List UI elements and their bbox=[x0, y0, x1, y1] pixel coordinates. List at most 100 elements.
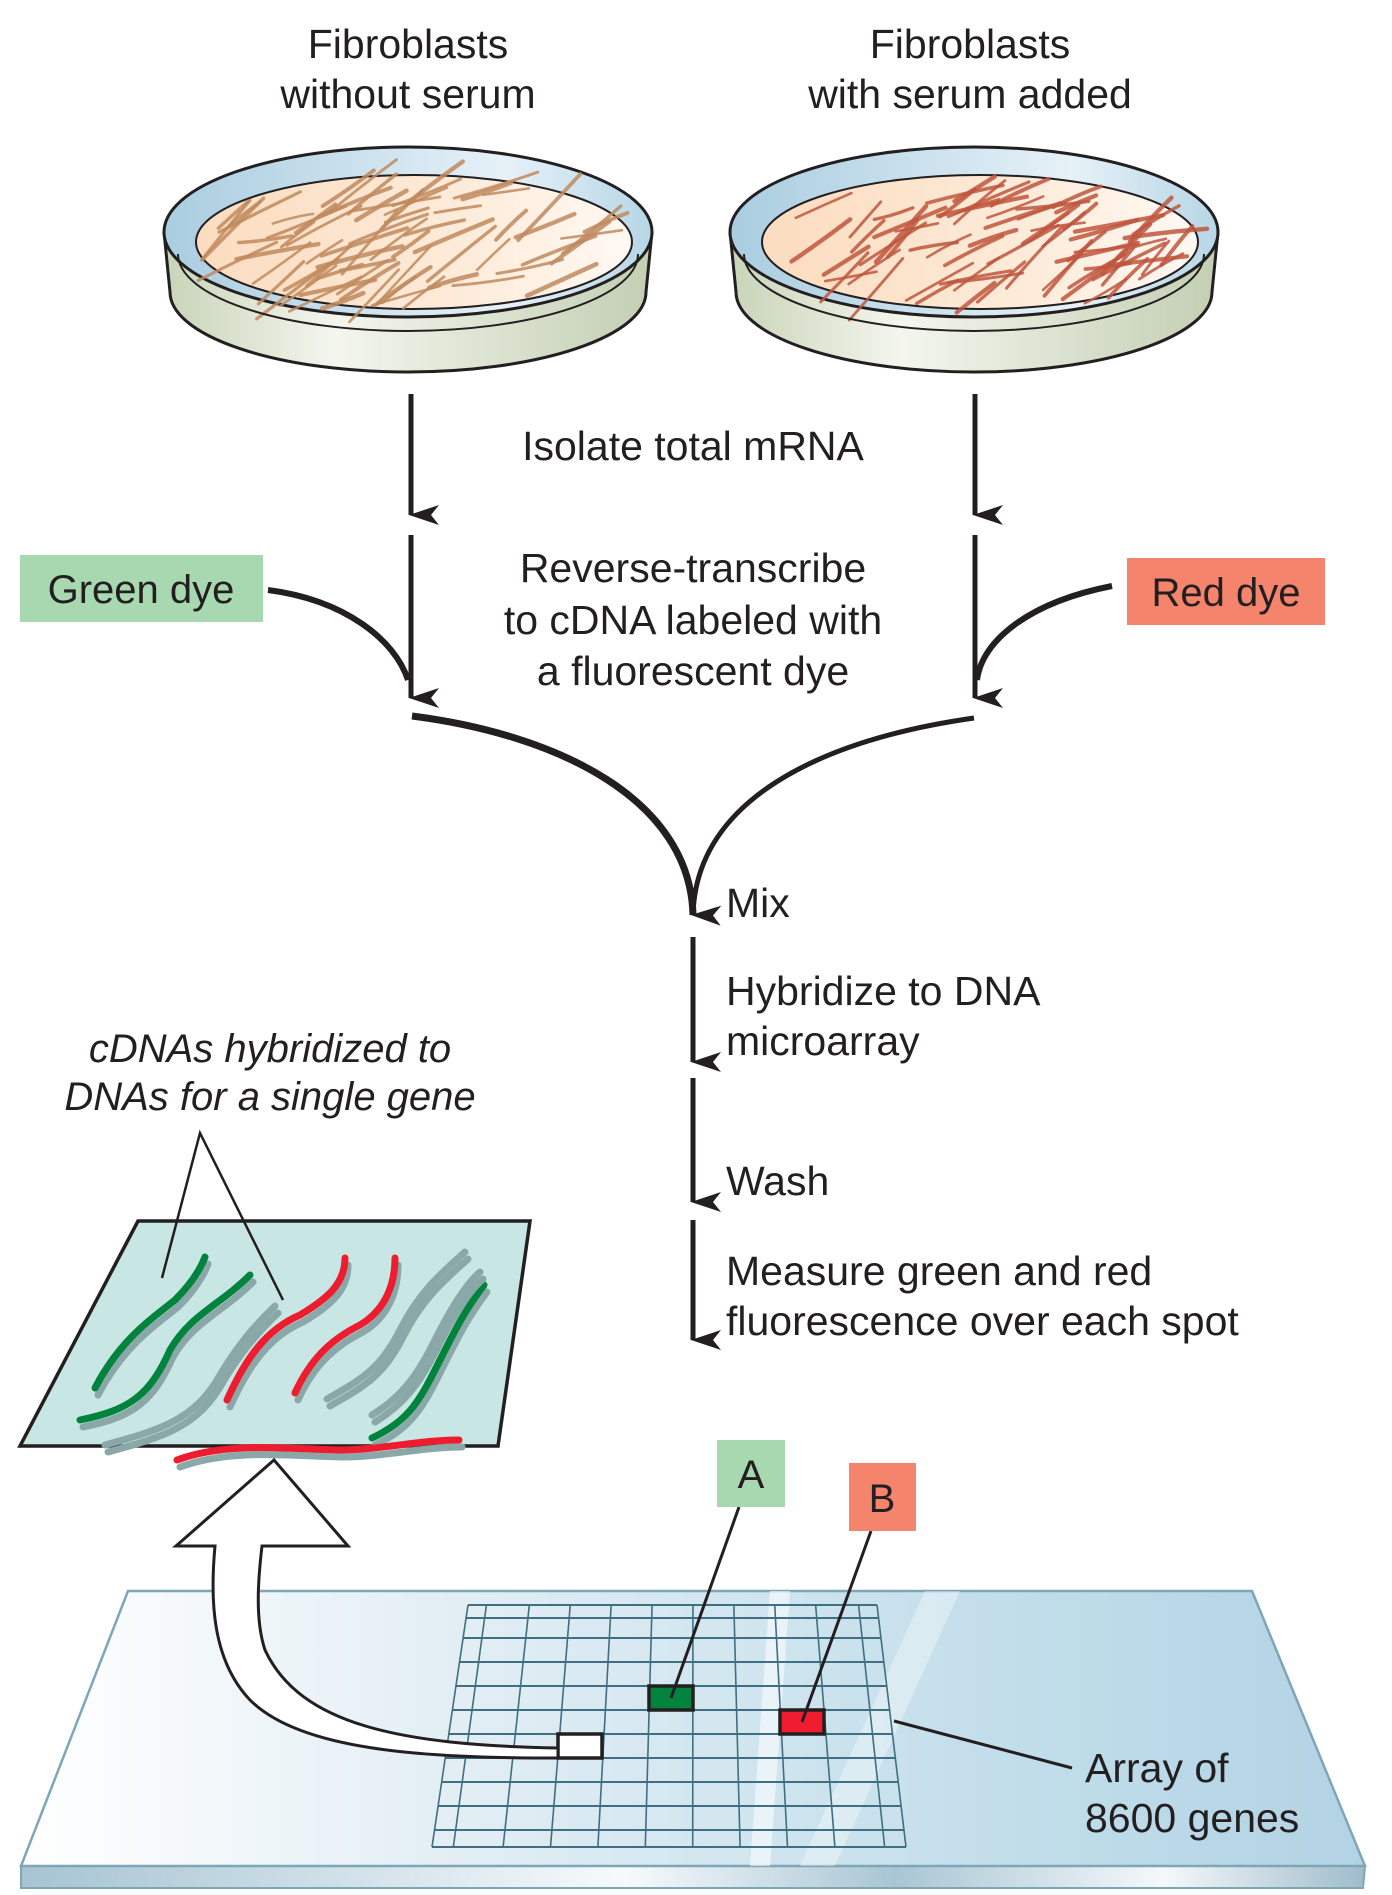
fibroblast-cell bbox=[850, 218, 886, 254]
fibroblast-cell bbox=[560, 228, 624, 240]
fibroblast-cell bbox=[390, 229, 431, 259]
red-dye-curve bbox=[974, 583, 1113, 681]
fibroblast-cell bbox=[319, 290, 366, 311]
fibroblast-cell bbox=[524, 261, 599, 298]
fibroblast-cell bbox=[1127, 195, 1174, 244]
leader-line-a bbox=[669, 1506, 741, 1699]
fibroblast-cell bbox=[894, 222, 940, 233]
fibroblast-cell bbox=[925, 183, 1005, 205]
fibroblast-cell bbox=[452, 170, 540, 200]
fibroblast-cell bbox=[1091, 241, 1167, 282]
fibroblast-cell bbox=[872, 206, 915, 222]
inset-panel bbox=[17, 1129, 533, 1471]
strand-shadow bbox=[226, 1261, 352, 1411]
red-dye-text: Red dye bbox=[1152, 571, 1301, 615]
step-reverse-transcribe-line1: Reverse-transcribe bbox=[520, 545, 866, 591]
fibroblast-cell bbox=[433, 204, 483, 215]
label-b-text: B bbox=[869, 1477, 896, 1521]
strand-red bbox=[291, 1254, 399, 1397]
fibroblast-cell bbox=[872, 205, 948, 240]
fibroblast-cell bbox=[1051, 184, 1103, 210]
fibroblast-cell bbox=[520, 234, 598, 267]
array-label-line1: Array of bbox=[1085, 1745, 1229, 1791]
slide-edge bbox=[20, 1865, 1367, 1889]
fibroblast-cell bbox=[1125, 237, 1168, 251]
dish-rim-inner-edge bbox=[743, 253, 1205, 332]
step-reverse-transcribe-line3: a fluorescent dye bbox=[537, 648, 849, 694]
label-b-swatch bbox=[849, 1463, 916, 1531]
fibroblast-cell bbox=[947, 271, 1025, 285]
fibroblast-cell bbox=[821, 244, 871, 277]
fibroblast-cell bbox=[196, 240, 279, 283]
fibroblast-cell bbox=[975, 260, 1027, 304]
fibroblast-cell bbox=[873, 204, 929, 265]
green-dye-label: Green dye bbox=[20, 555, 263, 622]
step-measure-line2: fluorescence over each spot bbox=[726, 1298, 1239, 1344]
fibroblast-cell bbox=[560, 204, 623, 256]
strand-gray bbox=[323, 1248, 469, 1403]
fibroblast-cell bbox=[329, 158, 398, 213]
slide-glare-2 bbox=[800, 1591, 960, 1866]
strand-green bbox=[368, 1281, 488, 1442]
fibroblast-cell bbox=[848, 200, 883, 239]
grid-col-line bbox=[502, 1604, 531, 1848]
strand-shadow bbox=[94, 1260, 212, 1399]
fibroblast-cell bbox=[494, 208, 529, 242]
step-isolate-mrna: Isolate total mRNA bbox=[522, 423, 864, 469]
strand-red bbox=[223, 1254, 349, 1404]
dish-label-without-serum-line1: Fibroblasts bbox=[308, 21, 509, 67]
strand-shadow bbox=[79, 1278, 257, 1431]
array-spot-a bbox=[647, 1684, 695, 1712]
fibroblast-cell bbox=[319, 226, 410, 258]
fibroblast-cell bbox=[271, 212, 315, 225]
fibroblast-cell bbox=[967, 227, 1019, 248]
zoom-arrow bbox=[172, 1457, 560, 1760]
strand-green bbox=[76, 1271, 254, 1424]
slide-glare-1 bbox=[750, 1591, 790, 1866]
grid-col-line bbox=[733, 1604, 741, 1848]
strand-shadow bbox=[104, 1309, 282, 1456]
fibroblast-cell bbox=[236, 234, 294, 245]
fibroblast-cell bbox=[1062, 201, 1099, 231]
fibroblast-cell bbox=[425, 224, 497, 283]
merge-curve-right bbox=[690, 715, 975, 926]
fibroblast-cell bbox=[954, 280, 997, 315]
dish-label-with-serum-line1: Fibroblasts bbox=[870, 21, 1071, 67]
strand-shadow bbox=[176, 1443, 466, 1471]
fibroblast-cell bbox=[316, 262, 364, 281]
green-dye-text: Green dye bbox=[48, 568, 235, 612]
fibroblast-cell bbox=[847, 257, 905, 322]
inset-leader-lines bbox=[160, 1129, 285, 1301]
fibroblast-cell bbox=[1100, 222, 1153, 276]
strand-gray bbox=[101, 1302, 279, 1449]
fibroblast-cell bbox=[381, 275, 418, 305]
gene-array-grid bbox=[431, 1604, 907, 1848]
strand-shadow bbox=[371, 1288, 491, 1449]
fibroblast-cell bbox=[287, 275, 363, 313]
grid-col-line bbox=[597, 1604, 612, 1848]
fibroblast-cell bbox=[369, 217, 428, 261]
strand-green bbox=[91, 1253, 209, 1392]
dish-bottom-edge bbox=[735, 291, 1213, 373]
leader-line-b bbox=[800, 1530, 873, 1723]
strand-red bbox=[173, 1436, 463, 1464]
strand-shadow bbox=[326, 1255, 472, 1410]
grid-col-line bbox=[431, 1604, 469, 1848]
dish-label-with-serum-line2: with serum added bbox=[807, 71, 1132, 117]
array-label-line2: 8600 genes bbox=[1085, 1795, 1299, 1841]
fibroblast-cell bbox=[401, 275, 446, 310]
fibroblast-cell bbox=[986, 223, 1060, 266]
grid-col-line bbox=[857, 1604, 886, 1848]
dish-rim-inner-edge bbox=[177, 253, 639, 332]
dish-label-without-serum-line2: without serum bbox=[279, 71, 535, 117]
grid-col-line bbox=[452, 1604, 488, 1848]
fibroblast-cell bbox=[1028, 211, 1070, 243]
grid-col-line bbox=[549, 1604, 572, 1848]
step-hybridize-line1: Hybridize to DNA bbox=[726, 968, 1041, 1014]
red-dye-label: Red dye bbox=[1127, 558, 1325, 625]
inset-caption-line1: cDNAs hybridized to bbox=[89, 1027, 451, 1071]
fibroblast-cell bbox=[942, 234, 1005, 268]
step-reverse-transcribe-line2: to cDNA labeled with bbox=[504, 597, 882, 643]
fibroblast-cells bbox=[789, 174, 1210, 322]
fibroblast-cell bbox=[925, 233, 972, 259]
